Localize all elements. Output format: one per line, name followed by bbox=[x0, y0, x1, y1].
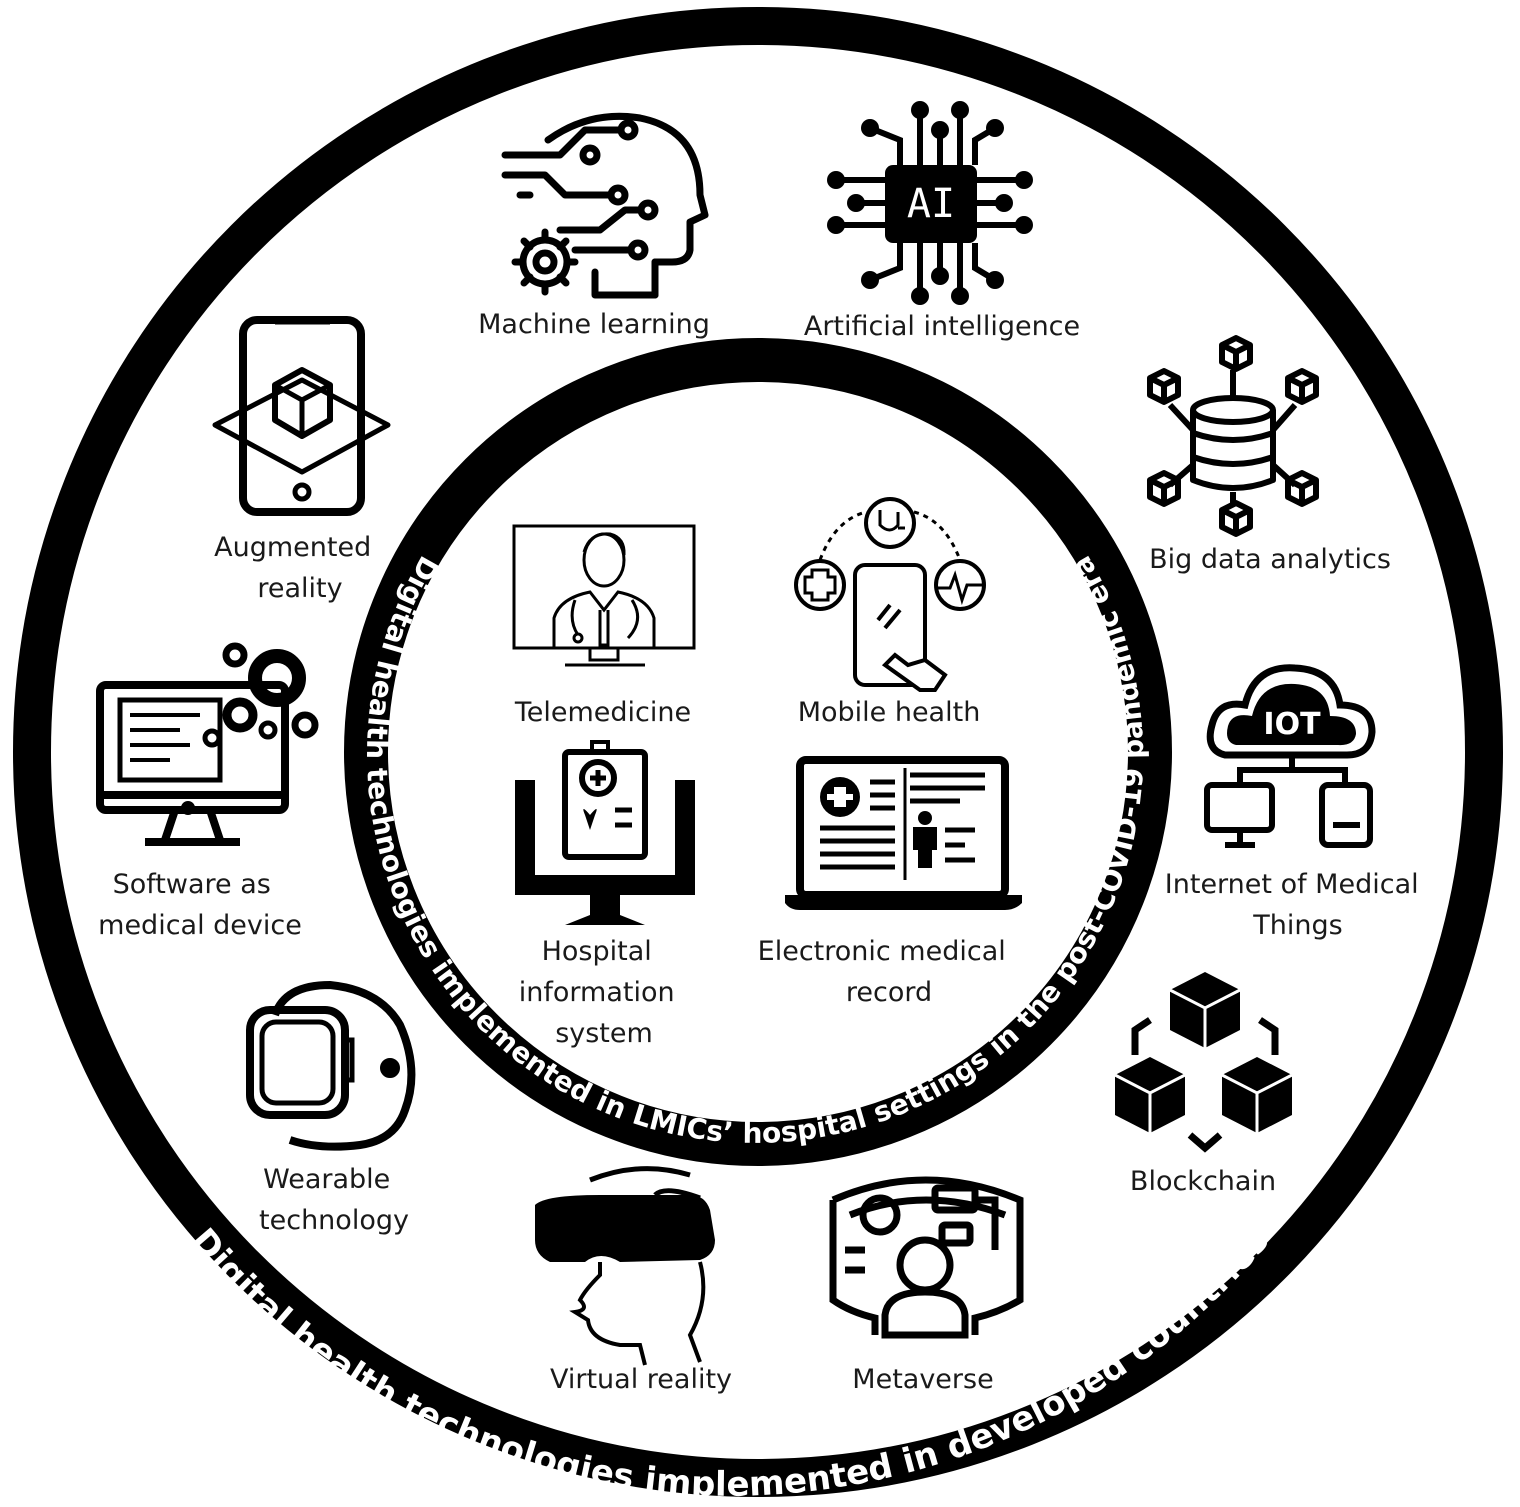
augmented-reality-label: Augmented reality bbox=[214, 532, 380, 604]
mobile-health-icon bbox=[794, 497, 986, 692]
emr-label: Electronic medical record bbox=[758, 936, 1015, 1008]
mobile-health-label: Mobile health bbox=[798, 697, 981, 728]
software-monitor-icon bbox=[96, 681, 289, 846]
inner-ring bbox=[344, 338, 1172, 1166]
iomt-label: Internet of Medical Things bbox=[1165, 869, 1427, 941]
his-label: Hospital information system bbox=[519, 936, 683, 1049]
ai-chip-text: AI bbox=[907, 181, 955, 227]
iot-text: IOT bbox=[1263, 707, 1321, 742]
virtual-reality-label: Virtual reality bbox=[550, 1364, 732, 1395]
telemedicine-label: Telemedicine bbox=[514, 697, 691, 728]
big-data-label: Big data analytics bbox=[1149, 544, 1391, 575]
gears-icon bbox=[202, 642, 319, 748]
his-icon bbox=[515, 740, 695, 925]
machine-learning-label: Machine learning bbox=[478, 309, 710, 340]
iot-cloud-icon: IOT bbox=[1204, 664, 1376, 848]
machine-learning-icon bbox=[501, 112, 709, 299]
ar-phone-icon bbox=[212, 316, 391, 516]
emr-laptop-icon bbox=[785, 756, 1022, 910]
vr-headset-icon bbox=[535, 1166, 715, 1366]
smartwatch-icon bbox=[246, 980, 416, 1151]
metaverse-icon bbox=[829, 1176, 1024, 1339]
outer-ring bbox=[13, 7, 1503, 1497]
blockchain-icon bbox=[1114, 972, 1293, 1153]
artificial-intelligence-label: Artificial intelligence bbox=[804, 311, 1080, 342]
blockchain-label: Blockchain bbox=[1130, 1166, 1276, 1197]
wearable-label: Wearable technology bbox=[259, 1164, 409, 1236]
big-data-icon bbox=[1147, 335, 1319, 537]
metaverse-label: Metaverse bbox=[852, 1364, 993, 1395]
samd-label: Software as medical device bbox=[98, 869, 302, 941]
telemedicine-icon bbox=[512, 524, 696, 667]
ai-chip-icon: AI bbox=[827, 101, 1033, 305]
